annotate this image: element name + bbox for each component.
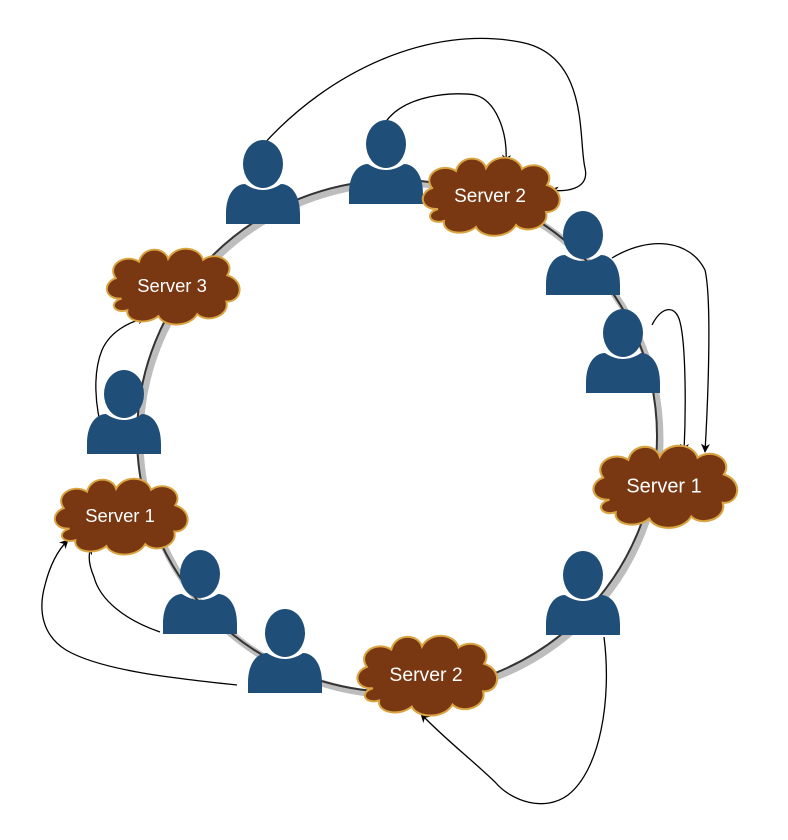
server-label: Server 2 (389, 664, 462, 686)
server-label: Server 2 (454, 186, 526, 207)
users (87, 120, 660, 693)
server-label: Server 1 (85, 505, 155, 526)
user-icon (546, 211, 620, 295)
server-2-top-cloud: Server 2 (421, 156, 561, 237)
server-2-bottom-cloud: Server 2 (356, 634, 499, 717)
server-3-cloud: Server 3 (105, 247, 241, 326)
servers: Server 2 Server 3 Server 1 Server 2 Serv… (53, 156, 739, 717)
server-1-left-cloud: Server 1 (53, 477, 189, 556)
arrow-user-8-to-server-3 (95, 315, 147, 438)
server-label: Server 3 (137, 275, 207, 296)
user-icon (586, 309, 660, 393)
arrow-user-4-to-server-1-right (651, 308, 689, 453)
server-label: Server 1 (626, 475, 701, 497)
connections (41, 37, 711, 805)
arrow-user-1-to-server-2-top (261, 37, 587, 196)
arrow-user-6-to-server-1-left (41, 539, 238, 686)
arrow-user-7-to-server-1-left (83, 545, 161, 633)
user-icon (349, 120, 423, 204)
arrow-user-2-to-server-2-top (381, 93, 512, 164)
user-icon (226, 140, 300, 224)
server-1-right-cloud: Server 1 (592, 444, 739, 529)
arrow-user-5-to-server-2-bottom (420, 636, 608, 805)
arrow-user-3-to-server-1-right (611, 243, 711, 453)
